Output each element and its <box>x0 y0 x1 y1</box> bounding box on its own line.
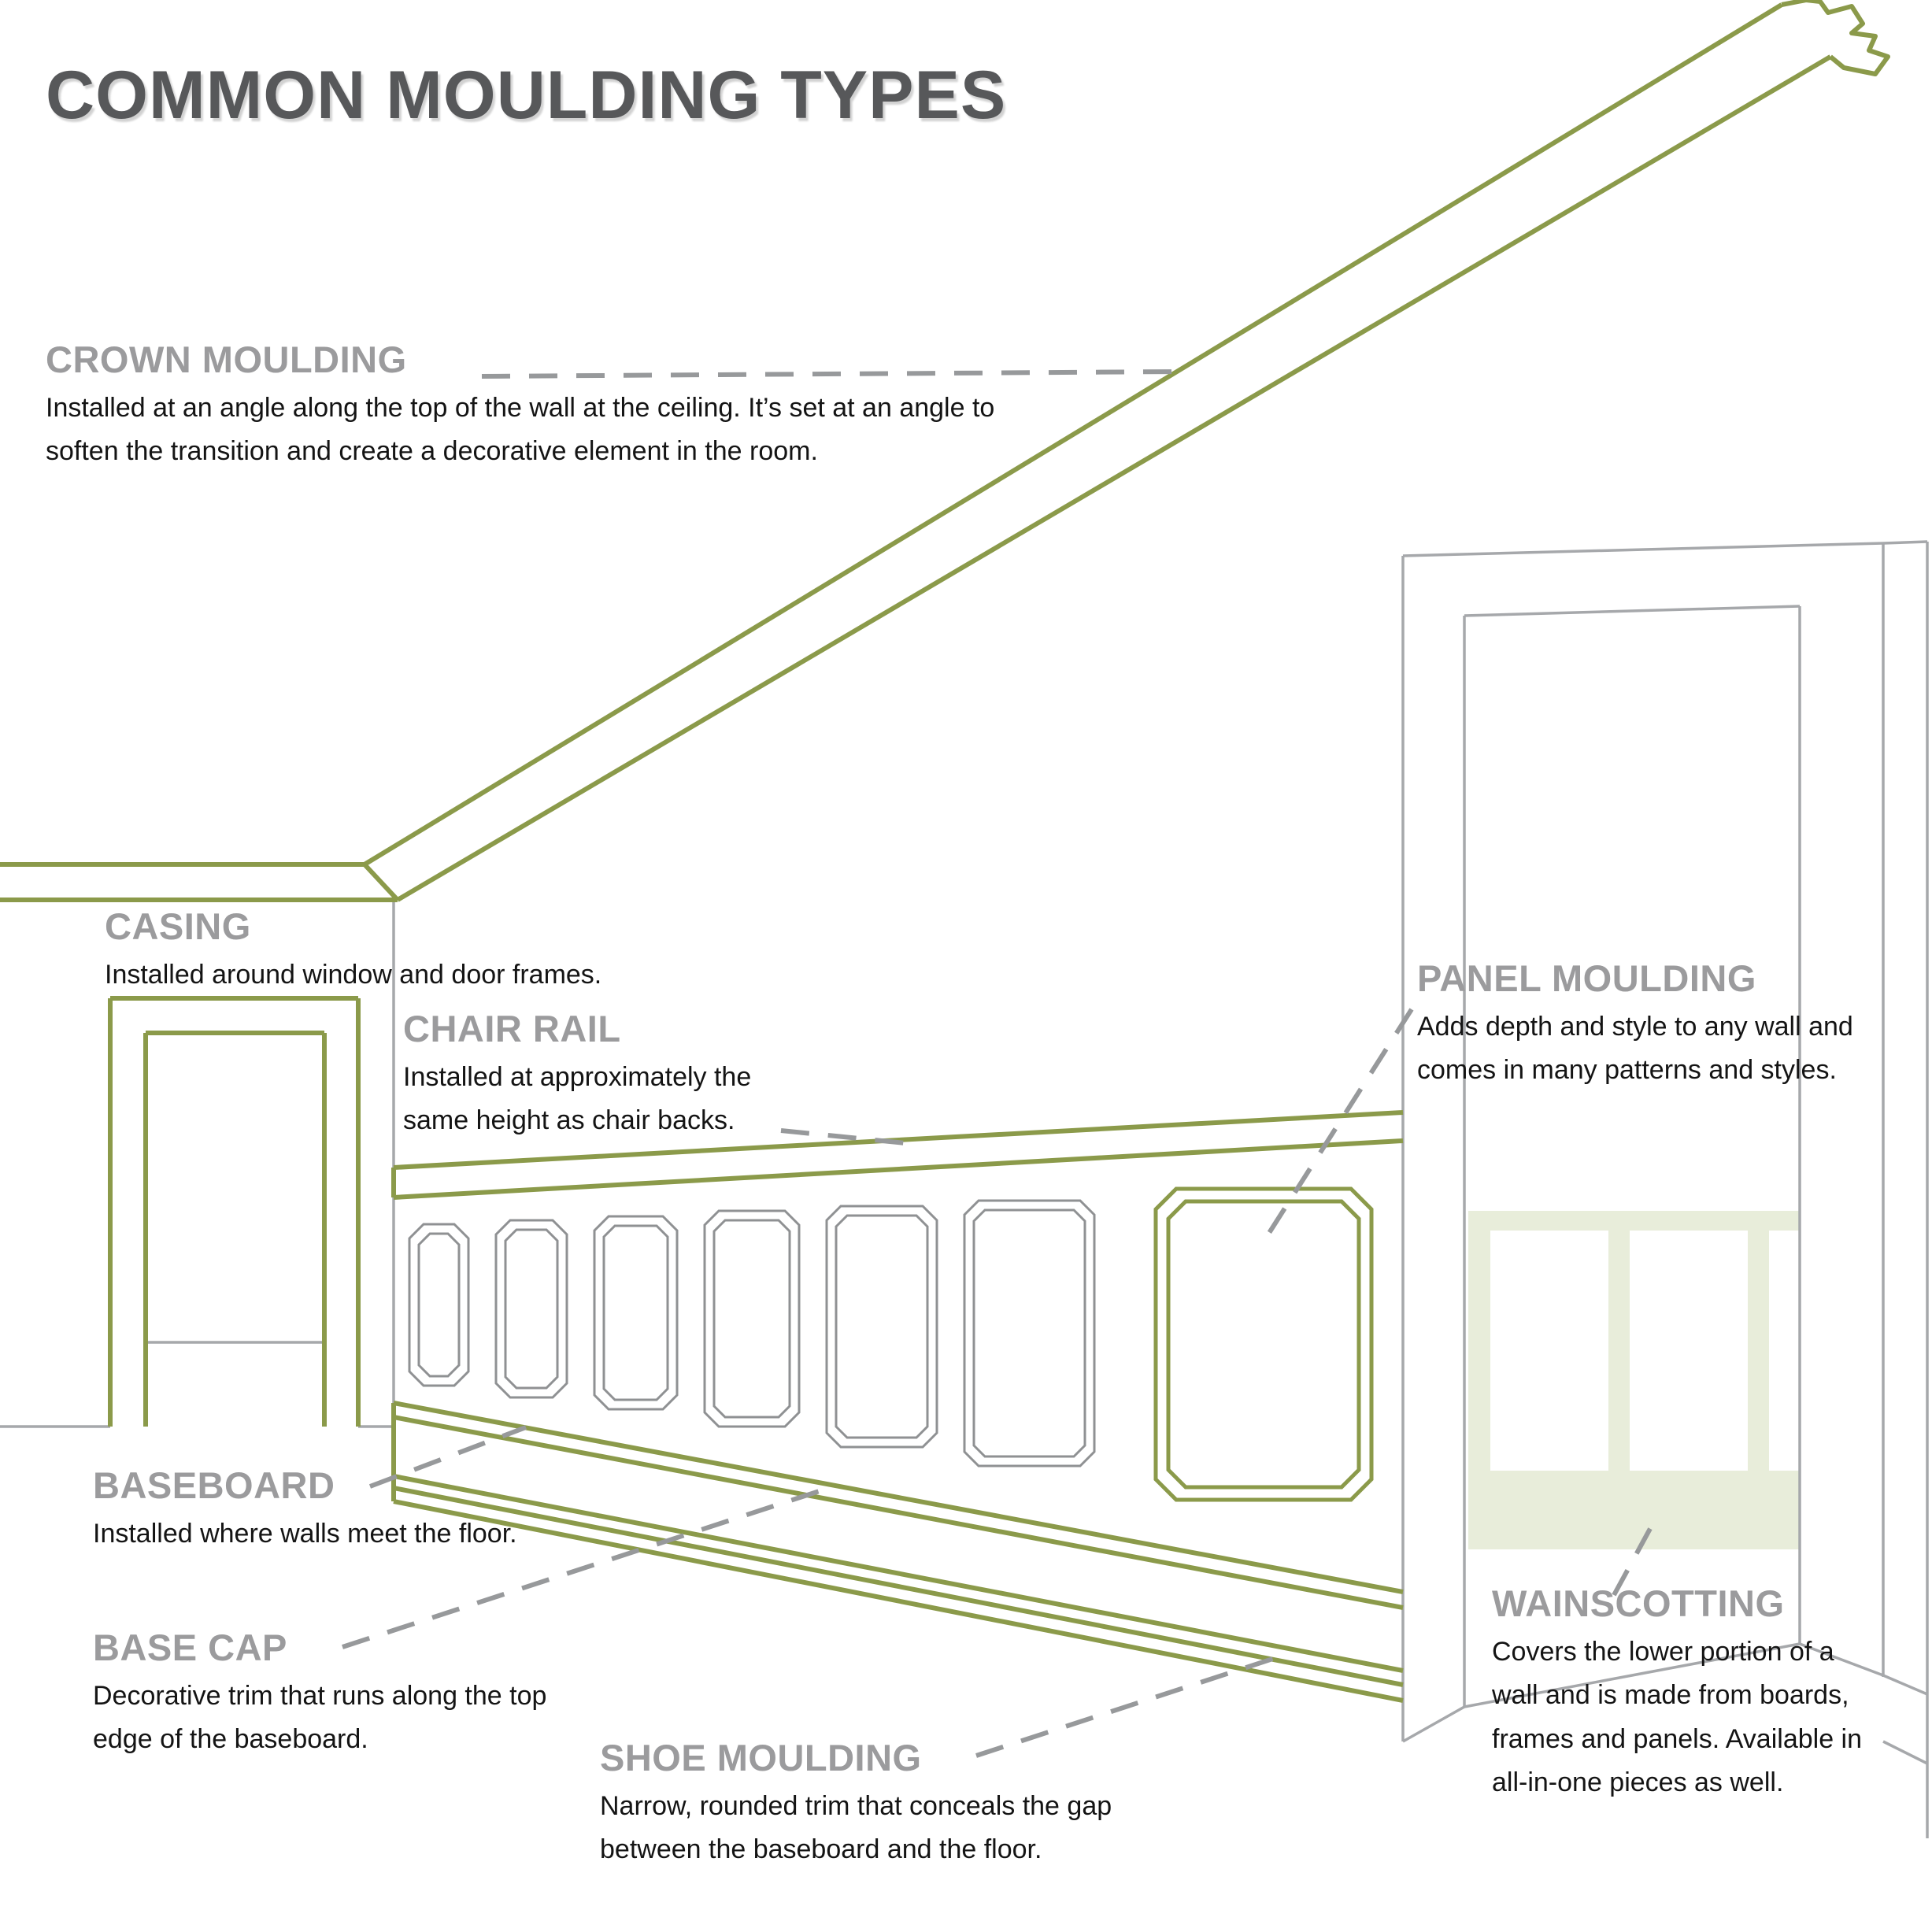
wainscotting-description: Covers the lower portion of a wall and i… <box>1492 1637 1863 1797</box>
shoe-moulding-heading: SHOE MOULDING <box>600 1737 922 1778</box>
crown-moulding-shape <box>0 0 1890 902</box>
base-cap-heading: BASE CAP <box>93 1627 287 1668</box>
crown-leader-line <box>481 369 1180 379</box>
panel-moulding-description: Adds depth and style to any wall and com… <box>1417 1012 1853 1086</box>
panel-leader-line <box>1267 1008 1414 1234</box>
baseboard-heading: BASEBOARD <box>93 1464 335 1506</box>
chair-rail-heading: CHAIR RAIL <box>403 1008 621 1049</box>
chair-rail-shape <box>391 1110 1404 1200</box>
casing-label: CASING Installed around window and door … <box>105 907 735 997</box>
shoe-moulding-label: SHOE MOULDING Narrow, rounded trim that … <box>600 1738 1206 1872</box>
chair-rail-label: CHAIR RAIL Installed at approximately th… <box>403 1009 812 1143</box>
panel-moulding-label: PANEL MOULDING Adds depth and style to a… <box>1417 959 1929 1093</box>
panel-moulding-shape <box>1153 1186 1374 1502</box>
shoe-moulding-description: Narrow, rounded trim that conceals the g… <box>600 1791 1112 1865</box>
base-cap-label: BASE CAP Decorative trim that runs along… <box>93 1628 581 1762</box>
shoe-leader-line <box>975 1651 1290 1758</box>
chair-rail-description: Installed at approximately the same heig… <box>403 1062 752 1136</box>
base-cap-description: Decorative trim that runs along the top … <box>93 1681 547 1755</box>
crown-moulding-label: CROWN MOULDING Installed at an angle alo… <box>46 340 998 474</box>
wainscot-highlight <box>1468 1211 1800 1549</box>
wainscotting-heading: WAINSCOTTING <box>1492 1582 1785 1624</box>
wall-panels <box>408 1199 1096 1468</box>
base-cap-leader-line <box>342 1483 837 1649</box>
crown-moulding-heading: CROWN MOULDING <box>46 339 407 380</box>
baseboard-description: Installed where walls meet the floor. <box>93 1519 517 1549</box>
chair-rail-leader-line <box>780 1128 906 1146</box>
page-title: COMMON MOULDING TYPES <box>46 57 1007 133</box>
crown-moulding-description: Installed at an angle along the top of t… <box>46 393 995 467</box>
left-wall-lines <box>0 900 395 1428</box>
casing-description: Installed around window and door frames. <box>105 960 602 990</box>
panel-moulding-heading: PANEL MOULDING <box>1417 957 1756 999</box>
door-frame-right <box>1401 540 1929 1838</box>
baseboard-leader-line <box>368 1425 527 1489</box>
wainscotting-label: WAINSCOTTING Covers the lower portion of… <box>1492 1584 1870 1804</box>
baseboard-shape <box>391 1401 1404 1703</box>
wainscot-leader-line <box>1612 1524 1654 1597</box>
casing-heading: CASING <box>105 905 251 947</box>
baseboard-label: BASEBOARD Installed where walls meet the… <box>93 1466 628 1556</box>
casing-shape <box>108 996 361 1427</box>
